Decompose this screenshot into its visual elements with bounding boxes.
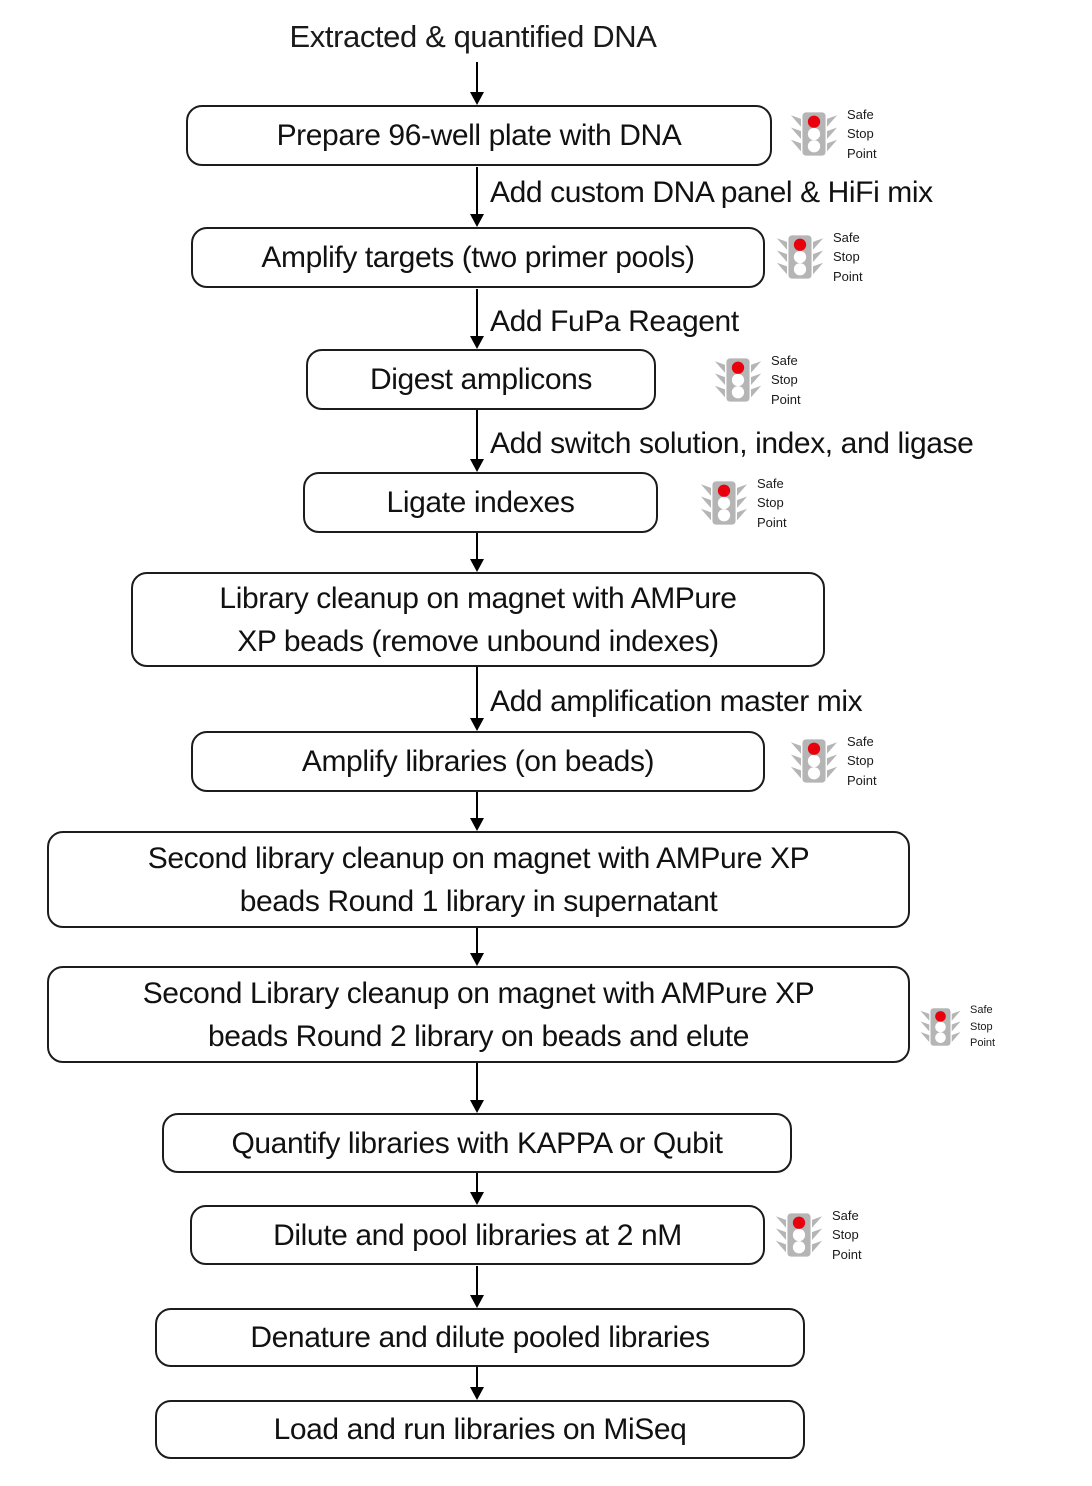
traffic-light-icon	[700, 481, 748, 525]
step-quantify-libraries: Quantify libraries with KAPPA or Qubit	[162, 1113, 792, 1173]
safe-stop-point-label: Safe Stop Point	[757, 475, 787, 530]
flow-arrow	[470, 62, 484, 105]
safe-stop-point-label: Safe Stop Point	[833, 229, 863, 284]
step-label: Quantify libraries with KAPPA or Qubit	[231, 1126, 723, 1160]
traffic-light-icon	[790, 112, 838, 156]
flow-arrow	[470, 1266, 484, 1308]
flow-arrow	[470, 928, 484, 966]
safe-stop-point-icon: Safe Stop Point	[788, 730, 877, 792]
edge-label-add-switch-ligase: Add switch solution, index, and ligase	[490, 427, 974, 460]
step-label: Amplify targets (two primer pools)	[261, 241, 695, 274]
step-label: Load and run libraries on MiSeq	[273, 1413, 687, 1446]
edge-label-add-fupa: Add FuPa Reagent	[490, 305, 739, 338]
step-digest-amplicons: Digest amplicons	[306, 349, 656, 410]
step-label: Second Library cleanup on magnet with AM…	[142, 976, 815, 1010]
step-label: Amplify libraries (on beads)	[301, 745, 655, 778]
safe-stop-point-label: Safe Stop Point	[771, 352, 801, 407]
safe-stop-point-icon: Safe Stop Point	[712, 349, 801, 411]
traffic-light-icon	[775, 1213, 823, 1257]
edge-label-add-master-mix: Add amplification master mix	[490, 685, 863, 718]
step-label: Denature and dilute pooled libraries	[250, 1321, 710, 1354]
step-label: beads Round 1 library in supernatant	[239, 884, 718, 918]
step-denature-dilute: Denature and dilute pooled libraries	[155, 1308, 805, 1367]
step-ligate-indexes: Ligate indexes	[303, 472, 658, 533]
safe-stop-point-icon: Safe Stop Point	[773, 1204, 862, 1266]
safe-stop-point-icon: Safe Stop Point	[698, 472, 787, 534]
safe-stop-point-icon: Safe Stop Point	[918, 1000, 995, 1054]
flow-arrow	[470, 533, 484, 572]
safe-stop-point-label: Safe Stop Point	[970, 1004, 996, 1050]
step-label: Library cleanup on magnet with AMPure	[219, 581, 737, 615]
step-load-run-miseq: Load and run libraries on MiSeq	[155, 1400, 805, 1459]
step-label: XP beads (remove unbound indexes)	[237, 624, 719, 658]
flow-arrow	[470, 410, 484, 472]
safe-stop-point-icon: Safe Stop Point	[774, 226, 863, 288]
safe-stop-point-label: Safe Stop Point	[832, 1207, 862, 1262]
flow-arrow	[470, 1367, 484, 1400]
traffic-light-icon	[776, 235, 824, 279]
step-label: Ligate indexes	[386, 486, 575, 519]
step-amplify-targets: Amplify targets (two primer pools)	[191, 227, 765, 288]
flow-arrow	[470, 167, 484, 227]
safe-stop-point-label: Safe Stop Point	[847, 106, 877, 161]
flow-arrow	[470, 1172, 484, 1205]
safe-stop-point-icon: Safe Stop Point	[788, 103, 877, 165]
step-label: Prepare 96-well plate with DNA	[276, 119, 682, 152]
flow-arrow	[470, 289, 484, 349]
step-second-cleanup-round1: Second library cleanup on magnet with AM…	[47, 831, 910, 928]
start-node-label: Extracted & quantified DNA	[289, 19, 657, 54]
traffic-light-icon	[790, 739, 838, 783]
step-library-cleanup: Library cleanup on magnet with AMPure XP…	[131, 572, 825, 667]
traffic-light-icon	[920, 1008, 961, 1046]
step-label: beads Round 2 library on beads and elute	[207, 1019, 750, 1053]
step-prepare-plate: Prepare 96-well plate with DNA	[186, 105, 772, 166]
traffic-light-icon	[714, 358, 762, 402]
step-label: Digest amplicons	[369, 363, 593, 396]
step-label: Dilute and pool libraries at 2 nM	[273, 1218, 682, 1252]
flow-arrow	[470, 1063, 484, 1113]
safe-stop-point-label: Safe Stop Point	[847, 733, 877, 788]
flow-arrow	[470, 792, 484, 831]
edge-label-add-panel-hifi: Add custom DNA panel & HiFi mix	[490, 176, 933, 209]
step-label: Second library cleanup on magnet with AM…	[147, 841, 810, 875]
step-second-cleanup-round2: Second Library cleanup on magnet with AM…	[47, 966, 910, 1063]
flow-arrow	[470, 667, 484, 731]
step-amplify-libraries: Amplify libraries (on beads)	[191, 731, 765, 792]
step-dilute-pool: Dilute and pool libraries at 2 nM	[190, 1205, 765, 1265]
